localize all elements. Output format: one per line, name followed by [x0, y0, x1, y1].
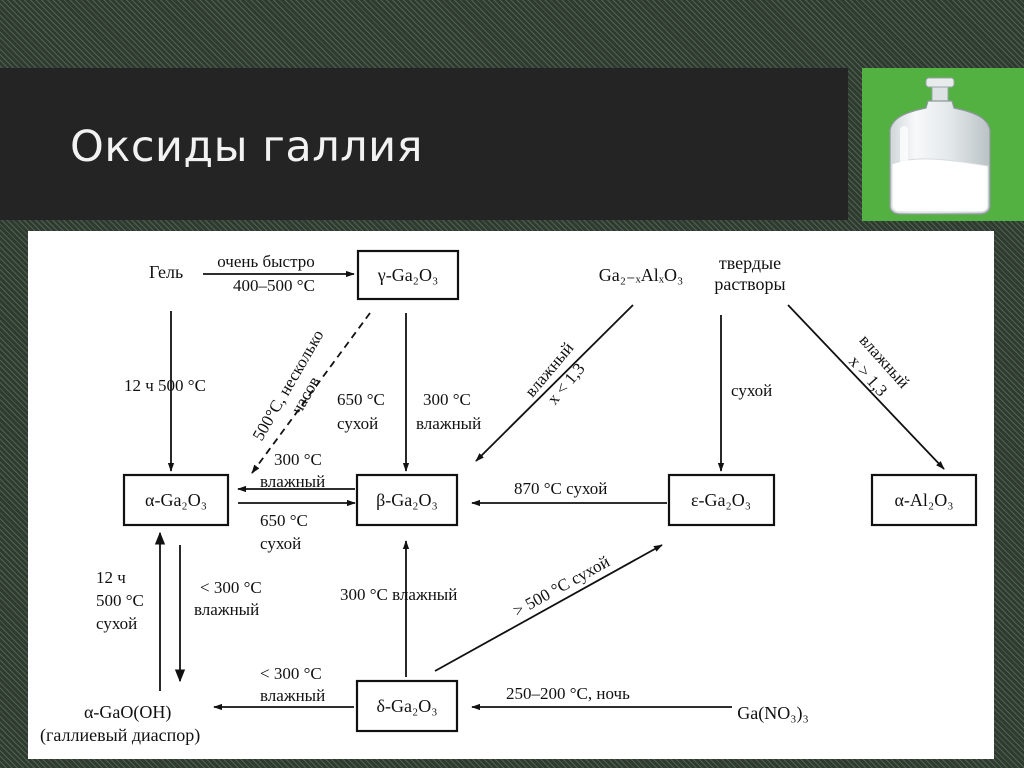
delta-epsilon-label-text: > 500 °C сухой [510, 552, 613, 621]
solid-solution-epsilon-label: сухой [731, 381, 772, 400]
alpha-al2o3-label: α-Al₂O₃ [895, 490, 954, 510]
gel-gamma-label-bottom: 400–500 °C [233, 276, 315, 295]
gaooh-alpha-label-2: 500 °C [96, 591, 144, 610]
gamma-beta-650-label-1: 650 °C [337, 390, 385, 409]
solid-solution-label-2: растворы [714, 274, 785, 294]
delta-box [355, 679, 459, 733]
gamma-label: γ-Ga₂O₃ [377, 265, 439, 285]
gaooh-name-label: (галлиевый диаспор) [40, 725, 200, 746]
delta-epsilon-label: > 500 °C сухой [510, 552, 613, 621]
beta-alpha-label-2: влажный [260, 472, 325, 491]
alpha-label: α-Ga₂O₃ [145, 490, 207, 510]
alpha-beta-label-2: сухой [260, 534, 301, 553]
solid-solution-formula: Ga₂₋ₓAlₓO₃ [599, 265, 683, 285]
slide-title: Оксиды галлия [70, 122, 423, 172]
epsilon-box [667, 473, 776, 527]
gaooh-label: α-GaO(OH) [84, 702, 171, 723]
beta-alpha-label-1: 300 °C [274, 450, 322, 469]
gel-alpha-label: 12 ч 500 °C [124, 376, 206, 395]
delta-gaooh-label-2: влажный [260, 686, 325, 705]
alpha-gaooh-label-1: < 300 °C [200, 578, 262, 597]
epsilon-beta-label: 870 °C сухой [514, 479, 607, 498]
arrow-solid-solution-alal [787, 304, 945, 470]
arrow-gamma-alpha-dashed [251, 312, 371, 474]
photo-frame [862, 68, 1024, 221]
gallium-oxides-diagram: Гель γ-Ga₂O₃ Ga₂₋ₓAlₓO₃ твердые растворы… [40, 249, 978, 746]
gel-gamma-label-top: очень быстро [217, 252, 315, 271]
gaooh-alpha-label-1: 12 ч [96, 568, 126, 587]
delta-beta-label: 300 °C влажный [340, 585, 457, 604]
gamma-beta-650-label-2: сухой [337, 414, 378, 433]
title-bar [0, 68, 848, 220]
gamma-box [356, 249, 460, 301]
solid-solution-label-1: твердые [719, 253, 781, 273]
alpha-box [122, 473, 230, 527]
beta-box [355, 473, 459, 527]
gel-label: Гель [149, 262, 183, 282]
reagent-bottle-icon [889, 77, 991, 215]
solid-solution-alal-label: влажный x > 1,3 [845, 331, 913, 400]
alpha-al2o3-box [870, 473, 978, 527]
gamma-beta-300-label-2: влажный [416, 414, 481, 433]
delta-label: δ-Ga₂O₃ [376, 696, 437, 716]
alpha-beta-label-1: 650 °C [260, 511, 308, 530]
beta-label: β-Ga₂O₃ [376, 490, 438, 510]
arrow-solid-solution-beta [475, 304, 634, 462]
diagram-panel: Гель γ-Ga₂O₃ Ga₂₋ₓAlₓO₃ твердые растворы… [28, 231, 994, 759]
alpha-gaooh-label-2: влажный [194, 600, 259, 619]
epsilon-label: ε-Ga₂O₃ [691, 490, 751, 510]
gamma-alpha-dashed-label: 500°C, несколько часов [249, 327, 328, 444]
solid-solution-beta-label: влажный x < 1,3 [521, 339, 589, 409]
gamma-beta-300-label-1: 300 °C [423, 390, 471, 409]
delta-gaooh-label-1: < 300 °C [260, 664, 322, 683]
nitrate-delta-label: 250–200 °C, ночь [506, 684, 630, 703]
nitrate-label: Ga(NO₃)₃ [737, 703, 809, 724]
arrow-delta-epsilon [434, 544, 663, 672]
gaooh-alpha-label-3: сухой [96, 614, 137, 633]
